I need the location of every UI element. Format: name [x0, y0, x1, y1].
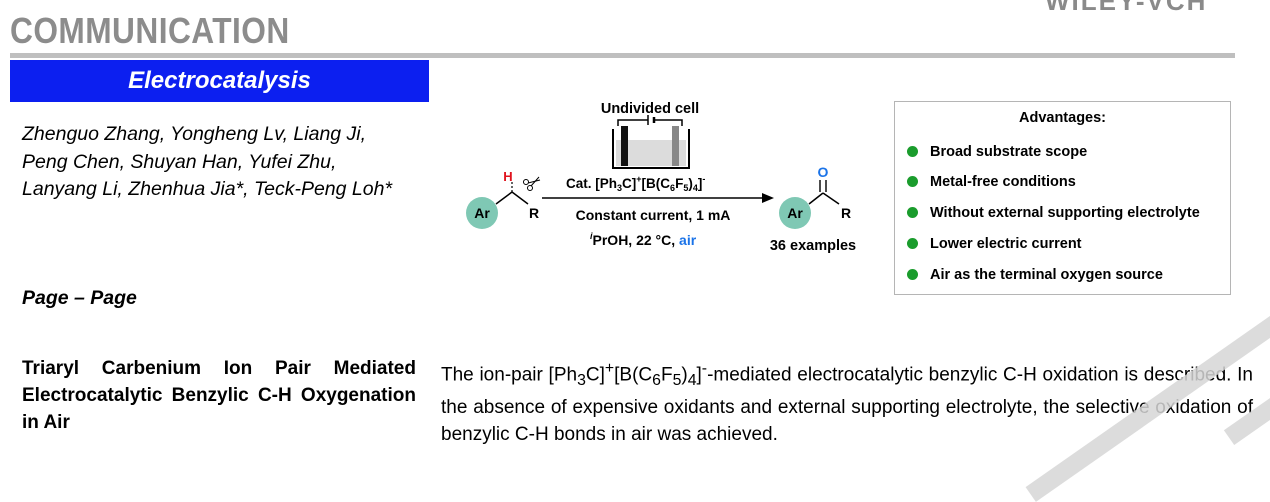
reaction-scheme: Undivided cell Cat. [Ph3C]+[B(C6F5)4]- C… [466, 101, 856, 254]
examples-count: 36 examples [770, 238, 856, 254]
advantage-item: Without external supporting electrolyte [907, 205, 1200, 221]
catalyst-label: Cat. [Ph3C]+[B(C6F5)4]- [566, 174, 705, 193]
author-list: Zhenguo Zhang, Yongheng Lv, Liang Ji, Pe… [22, 123, 393, 200]
section-heading: COMMUNICATION [10, 10, 290, 51]
advantages-box: Advantages: Broad substrate scope Metal-… [894, 101, 1231, 295]
svg-text:O: O [818, 164, 829, 180]
advantages-title: Advantages: [1018, 110, 1107, 126]
svg-text:Ar: Ar [474, 205, 490, 221]
advantage-item: Broad substrate scope [907, 144, 1087, 160]
advantage-item: Air as the terminal oxygen source [907, 267, 1163, 283]
article-abstract: The ion-pair [Ph3C]+[B(C6F5)4]--mediated… [441, 360, 1253, 446]
bullet-icon [907, 269, 918, 280]
advantage-item: Lower electric current [907, 236, 1082, 252]
bullet-icon [907, 146, 918, 157]
bullet-icon [907, 207, 918, 218]
bullet-icon [907, 176, 918, 187]
electrochemical-cell-icon [612, 115, 690, 169]
category-banner: Electrocatalysis [10, 60, 429, 102]
header-rule [10, 53, 1235, 58]
article-title[interactable]: Triaryl Carbenium Ion Pair Mediated Elec… [22, 358, 416, 433]
substrate-structure: Ar H R [466, 169, 539, 229]
condition-solvent: iPrOH, 22 °C, air [590, 231, 697, 248]
condition-current: Constant current, 1 mA [576, 207, 731, 223]
publisher-logo: WILEY-VCH [1045, 0, 1208, 16]
svg-text:R: R [529, 205, 539, 221]
bullet-icon [907, 238, 918, 249]
svg-text:Ar: Ar [787, 205, 803, 221]
product-structure: Ar O R [779, 164, 851, 229]
scissors-icon [523, 176, 541, 191]
page-range: Page – Page [22, 287, 137, 309]
cell-label: Undivided cell [601, 101, 699, 117]
svg-text:R: R [841, 205, 851, 221]
advantage-item: Metal-free conditions [907, 174, 1076, 190]
svg-text:H: H [503, 169, 512, 184]
